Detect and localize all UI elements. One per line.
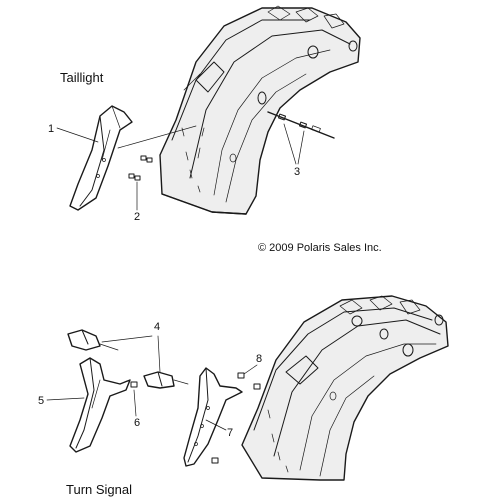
taillight-nuts xyxy=(128,155,153,181)
left-turn-signal-housing xyxy=(69,357,131,453)
callout-7-number: 7 xyxy=(227,427,233,439)
copyright-notice: © 2009 Polaris Sales Inc. xyxy=(258,242,382,254)
taillight-housing xyxy=(69,105,133,211)
callout-8-number: 8 xyxy=(256,353,262,365)
callout-2: 2 xyxy=(134,181,140,223)
callout-4: 4 xyxy=(101,321,161,373)
callout-8: 8 xyxy=(243,353,262,375)
callout-6: 6 xyxy=(133,389,140,429)
turn-signal-section-title: Turn Signal xyxy=(66,482,132,497)
taillight-leader-line xyxy=(117,125,197,149)
callout-5-number: 5 xyxy=(38,395,44,407)
callout-3-number: 3 xyxy=(294,166,300,178)
right-housing-nut xyxy=(211,372,261,464)
callout-1-number: 1 xyxy=(48,123,54,135)
taillight-section-title: Taillight xyxy=(60,70,104,85)
turn-signal-lamps xyxy=(67,329,189,389)
callout-7: 7 xyxy=(205,419,233,439)
right-turn-signal-housing xyxy=(183,367,243,467)
rear-fender-bottom xyxy=(241,295,449,481)
left-housing-nut xyxy=(130,381,138,388)
callout-4-number: 4 xyxy=(154,321,160,333)
callout-2-number: 2 xyxy=(134,211,140,223)
callout-6-number: 6 xyxy=(134,417,140,429)
rear-fender-top xyxy=(159,5,361,215)
taillight-harness xyxy=(267,111,335,139)
callout-5: 5 xyxy=(38,395,85,407)
callout-1: 1 xyxy=(48,123,99,143)
callout-3: 3 xyxy=(283,123,305,178)
